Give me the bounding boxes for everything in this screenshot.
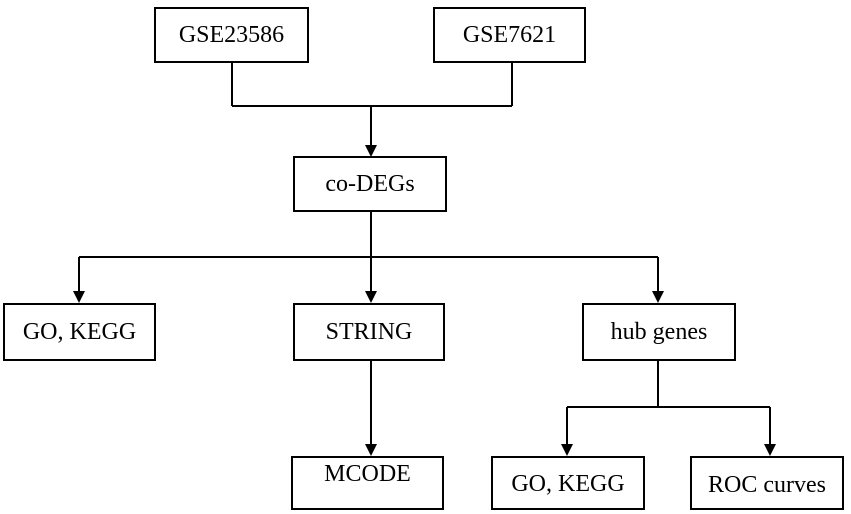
node-co-degs-box (293, 156, 447, 212)
node-mcode-label: MCODE (324, 461, 411, 487)
node-gse7621-box (433, 7, 586, 63)
node-roc-curves-box (690, 456, 844, 510)
node-roc-curves: ROC curves (690, 456, 844, 510)
node-hub-genes-label: hub genes (611, 319, 708, 345)
node-string: STRING (293, 303, 445, 361)
node-mcode: MCODE (291, 456, 444, 510)
arrowhead-roc-curves (764, 444, 776, 456)
node-go-kegg-1-label: GO, KEGG (23, 319, 136, 345)
arrowhead-string (365, 291, 377, 303)
arrowhead-hub-genes (652, 291, 664, 303)
node-roc-curves-label: ROC curves (708, 472, 826, 498)
node-gse23586-box (154, 7, 309, 63)
node-gse7621-label: GSE7621 (463, 22, 556, 48)
node-gse23586-label: GSE23586 (179, 22, 284, 48)
node-hub-genes: hub genes (582, 303, 736, 361)
node-co-degs: co-DEGs (293, 156, 447, 212)
connectors (73, 62, 776, 456)
arrowhead-mcode (365, 444, 377, 456)
node-go-kegg-2: GO, KEGG (491, 456, 645, 510)
node-string-label: STRING (326, 319, 413, 345)
node-string-box (293, 303, 445, 361)
node-mcode-box (291, 456, 444, 510)
node-hub-genes-box (582, 303, 736, 361)
arrowhead-go-kegg-2 (561, 444, 573, 456)
node-go-kegg-1-box (3, 303, 156, 361)
arrowhead-go-kegg-1 (73, 291, 85, 303)
node-co-degs-label: co-DEGs (325, 171, 414, 197)
node-go-kegg-1: GO, KEGG (3, 303, 156, 361)
node-go-kegg-2-box (491, 456, 645, 510)
node-gse23586: GSE23586 (154, 7, 309, 63)
arrowhead-codegs (365, 145, 377, 157)
node-gse7621: GSE7621 (433, 7, 586, 63)
node-go-kegg-2-label: GO, KEGG (511, 471, 624, 497)
